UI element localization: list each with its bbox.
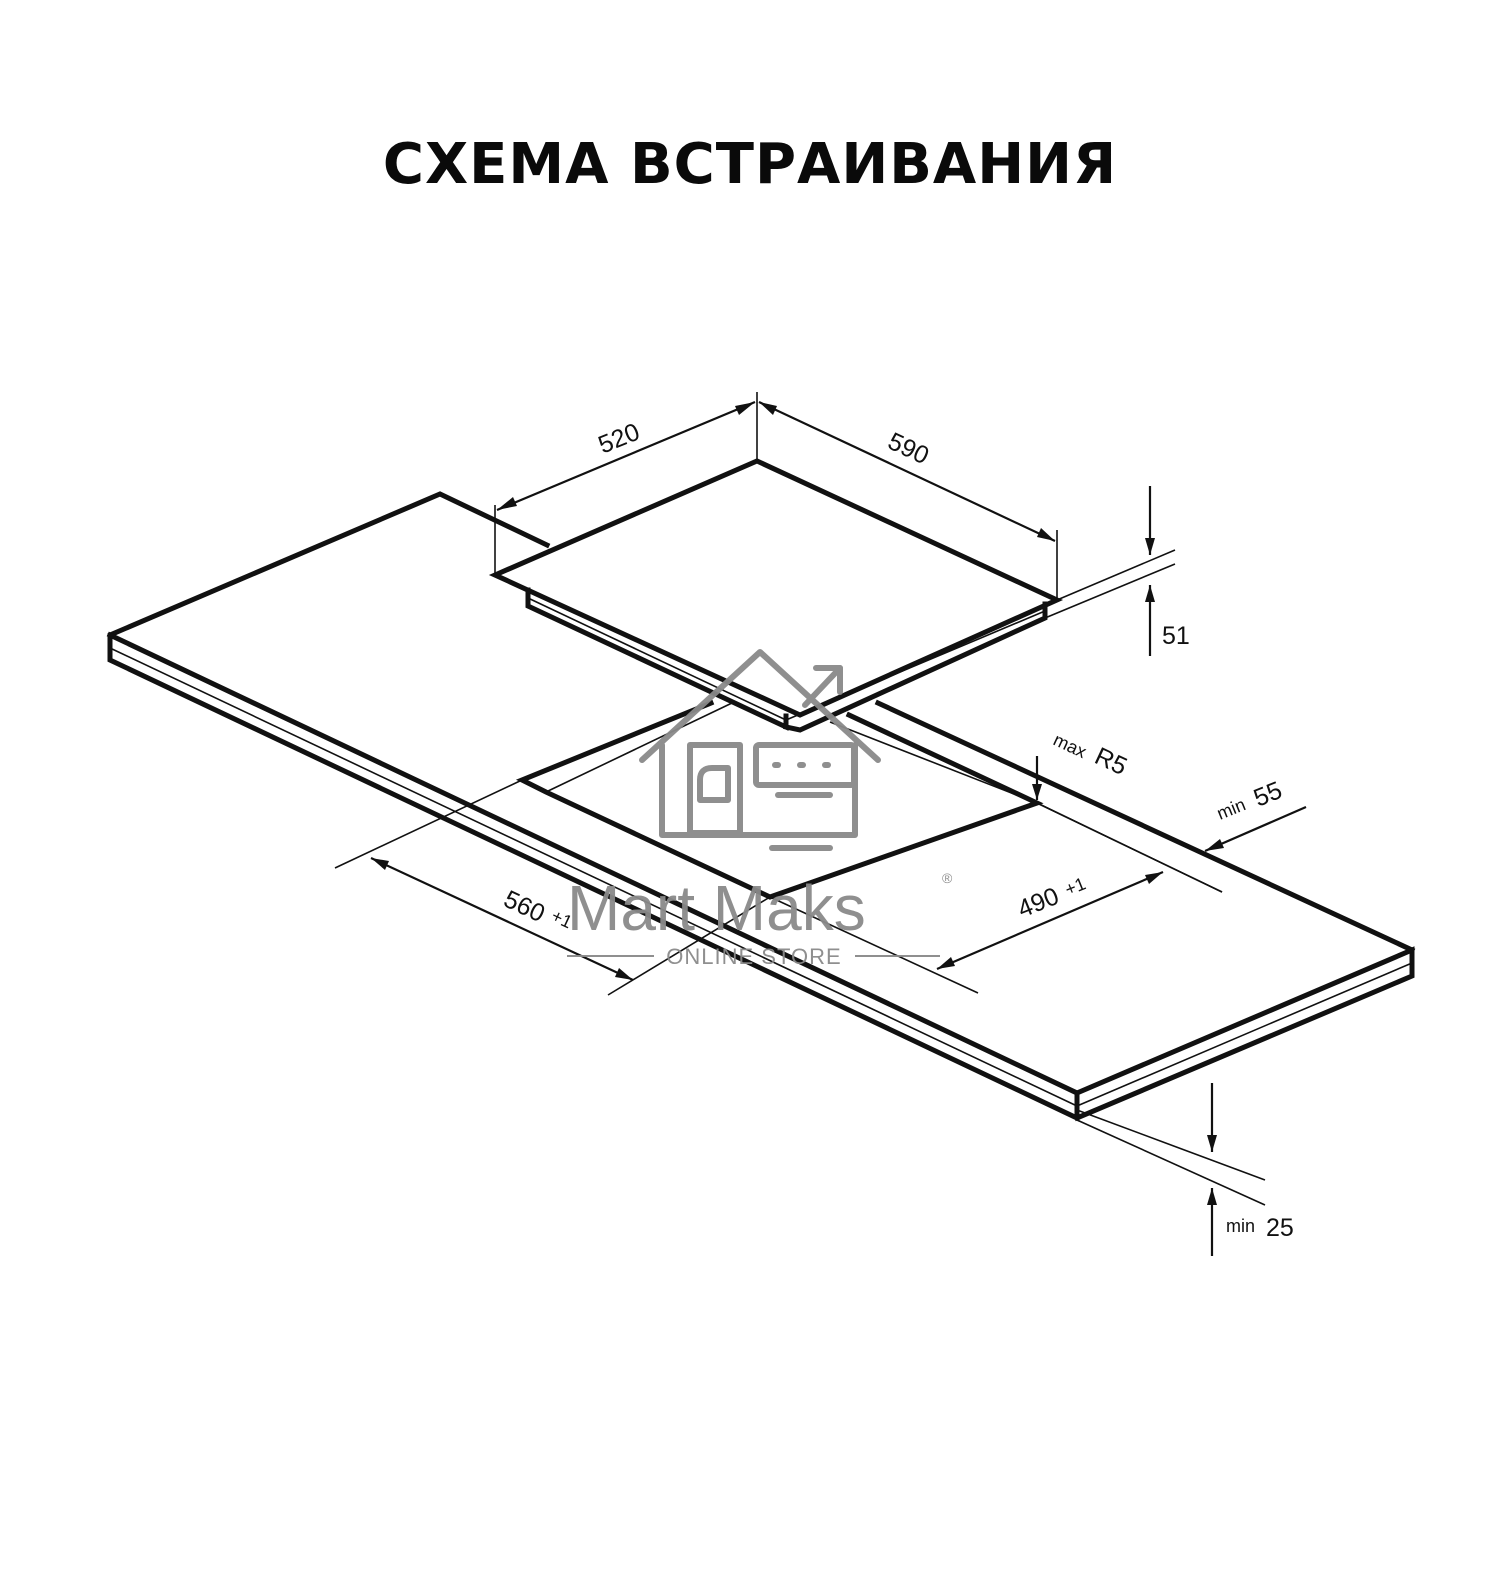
page-title: СХЕМА ВСТРАИВАНИЯ xyxy=(382,132,1118,197)
label-520: 520 xyxy=(594,418,643,460)
dimension-590: 590 xyxy=(758,401,1058,600)
arrow-560-right xyxy=(615,968,633,980)
arrow-55 xyxy=(1205,839,1224,851)
cutout-inner-left xyxy=(545,702,733,793)
dim-line-520 xyxy=(496,400,756,512)
arrow-25-top xyxy=(1207,1135,1217,1152)
hob-top-surface xyxy=(488,458,1064,718)
arrow-520-right xyxy=(735,402,755,415)
arrow-520-left xyxy=(497,497,517,510)
dim-line-560 xyxy=(370,857,634,981)
cutout-outline xyxy=(515,699,1044,900)
ext-line-560-right xyxy=(607,896,771,996)
dim-line-490 xyxy=(936,870,1164,971)
label-r5: R5 xyxy=(1090,742,1131,781)
ext-line-490-left xyxy=(769,896,979,994)
ext-line-490-right xyxy=(1036,802,1223,893)
worktop-top-front-edge xyxy=(106,631,1081,1097)
label-r5-prefix: max xyxy=(1050,729,1089,762)
arrow-490-right xyxy=(1145,872,1163,884)
label-51: 51 xyxy=(1162,622,1190,650)
watermark-brand: Mart Maks xyxy=(567,872,866,944)
watermark-logo-icon xyxy=(639,649,881,851)
arrow-490-left xyxy=(937,957,955,969)
hob-glass-underside xyxy=(527,597,787,721)
arrow-25-bottom xyxy=(1207,1188,1217,1205)
label-25: 25 xyxy=(1266,1214,1294,1242)
arrow-560-left xyxy=(371,858,389,870)
arrow-590-left xyxy=(759,402,777,415)
cutout-inner-back xyxy=(829,721,1038,804)
worktop-right-thin-line xyxy=(1076,962,1413,1107)
worktop-front-thin-line xyxy=(109,647,1078,1107)
ext-line-51-top xyxy=(1056,549,1176,601)
worktop-top-right-back-edge xyxy=(874,699,1416,954)
dimension-51: 51 xyxy=(1044,486,1190,656)
label-25-prefix: min xyxy=(1226,1216,1255,1236)
watermark: Mart Maks ® ONLINE STORE xyxy=(567,649,953,969)
dimension-r5: max R5 xyxy=(1032,729,1131,800)
label-55: 55 xyxy=(1250,776,1286,812)
arrow-r5 xyxy=(1032,784,1042,800)
worktop-top-left-back-edge xyxy=(107,491,1415,1122)
ext-line-51-bottom xyxy=(1044,563,1176,619)
dimension-25: min 25 xyxy=(1076,1083,1294,1256)
ext-line-560-left xyxy=(334,779,523,869)
arrow-51-top xyxy=(1145,538,1155,555)
worktop xyxy=(106,491,1416,1122)
arrow-51-bottom xyxy=(1145,585,1155,602)
label-490-tolerance: +1 xyxy=(1062,873,1089,899)
ext-line-25-bottom xyxy=(1076,1119,1266,1206)
dimension-520: 520 xyxy=(494,392,758,575)
watermark-tagline: ONLINE STORE xyxy=(666,944,841,969)
hob-glass-underside-right xyxy=(785,610,1046,721)
cutout xyxy=(515,699,1044,900)
ext-line-25-top xyxy=(1076,1109,1266,1181)
dim-line-590 xyxy=(758,401,1056,542)
arrow-590-right xyxy=(1037,528,1055,541)
label-55-prefix: min xyxy=(1214,794,1248,823)
watermark-registered: ® xyxy=(942,870,953,886)
